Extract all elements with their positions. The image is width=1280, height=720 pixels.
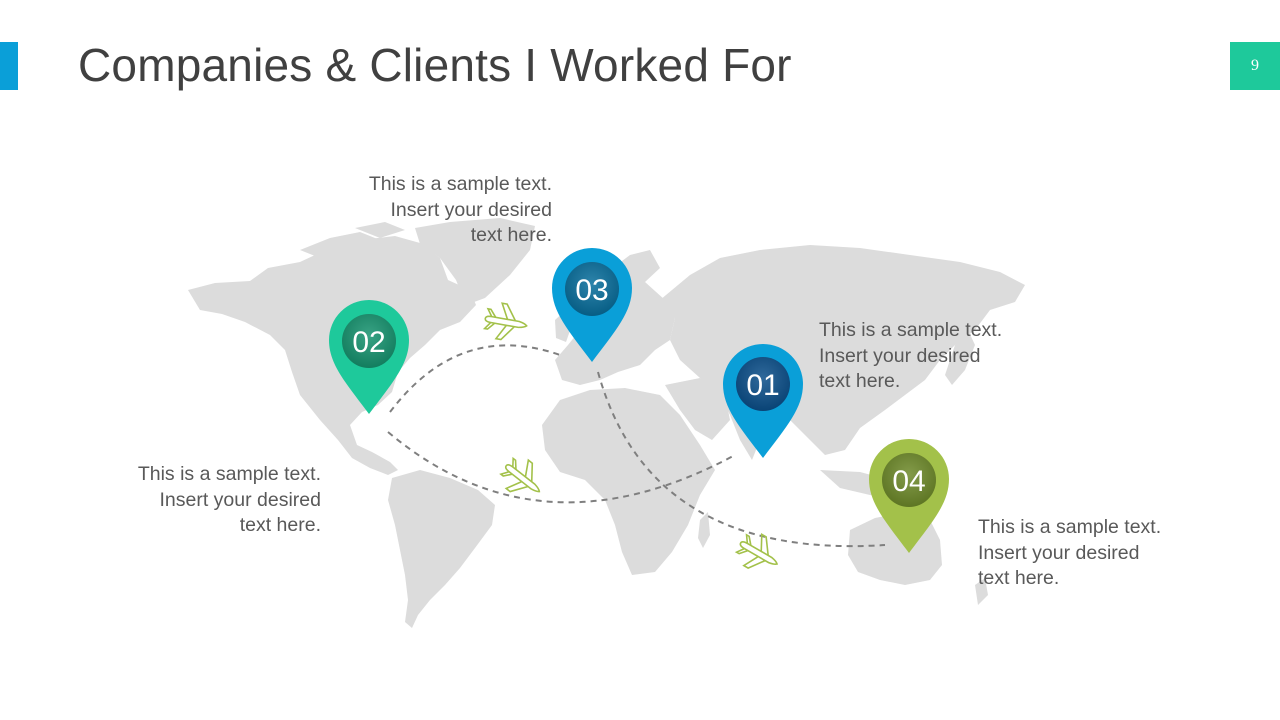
description-line: text here. (470, 224, 552, 246)
description-line: text here. (978, 567, 1060, 589)
route-02-to-03 (389, 344, 561, 413)
airplane-icon (730, 526, 787, 581)
description-line: Insert your desired (978, 541, 1140, 564)
slide-title: Companies & Clients I Worked For (78, 39, 792, 91)
map-pin-icon: 01 (723, 344, 803, 458)
description-line: text here. (819, 370, 901, 392)
flight-routes (387, 344, 886, 547)
route-02-to-01 (387, 431, 736, 504)
continent-europe (555, 282, 675, 385)
description-line: This is a sample text. (819, 319, 1003, 341)
pin-03-description: This is a sample text. Insert your desir… (320, 172, 552, 249)
pin-01-description: This is a sample text. Insert your desir… (819, 318, 1059, 395)
pin-number-01: 01 (746, 369, 779, 402)
pin-number-03: 03 (575, 274, 608, 307)
description-line: Insert your desired (819, 344, 981, 367)
pin-02-description: This is a sample text. Insert your desir… (90, 462, 321, 539)
pin-number-04: 04 (892, 465, 925, 498)
page-number-badge: 9 (1230, 42, 1280, 90)
description-line: Insert your desired (159, 488, 322, 511)
description-line: Insert your desired (390, 198, 553, 221)
description-line: text here. (239, 514, 321, 536)
description-line: This is a sample text. (978, 516, 1162, 538)
route-03-to-04 (597, 371, 886, 547)
airplane-icon (481, 300, 531, 345)
description-line: This is a sample text. (137, 463, 321, 485)
continent-africa (542, 388, 715, 575)
description-line: This is a sample text. (368, 173, 552, 195)
pin-04-description: This is a sample text. Insert your desir… (978, 515, 1218, 592)
title-accent-bar (0, 42, 18, 90)
airplane-icon (494, 450, 552, 507)
map-pin-icon: 02 (329, 300, 409, 414)
continent-south-america (388, 470, 495, 628)
pin-number-02: 02 (352, 326, 385, 359)
continent-greenland (415, 218, 535, 305)
map-pin-icon: 03 (552, 248, 632, 362)
map-pin-icon: 04 (869, 439, 949, 553)
